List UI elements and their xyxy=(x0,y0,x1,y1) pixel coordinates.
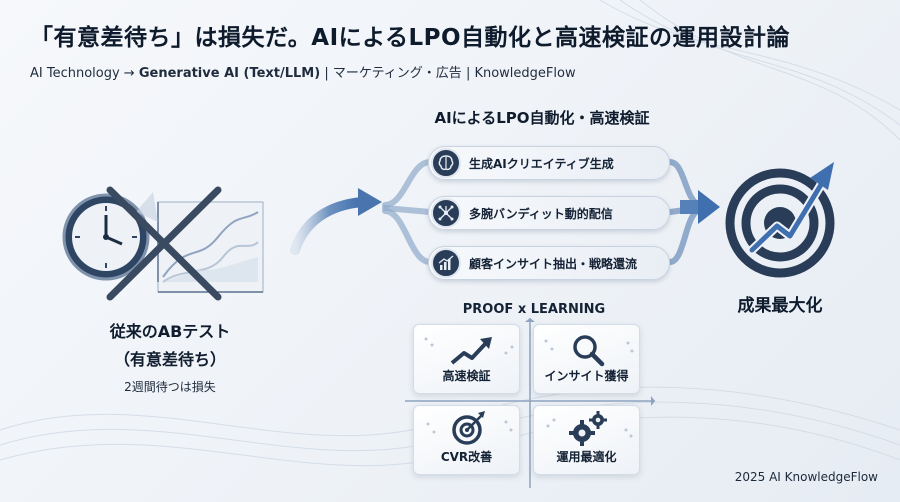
header: 「有意差待ち」は損失だ。AIによるLPO自動化と高速検証の運用設計論 AI Te… xyxy=(30,18,880,81)
outcome-label: 成果最大化 xyxy=(737,296,823,316)
pipeline-step-bandit: 多腕バンディット動的配信 xyxy=(428,196,670,230)
clock-icon xyxy=(62,192,158,281)
legacy-label-line3: 2週間待つは損失 xyxy=(124,380,216,394)
proof-card-label: インサイト獲得 xyxy=(544,369,629,383)
breadcrumb-suffix: | マーケティング・広告 | KnowledgeFlow xyxy=(320,66,576,81)
trend-up-icon xyxy=(424,337,514,365)
target-growth-icon xyxy=(725,162,835,278)
network-icon xyxy=(431,198,461,228)
proof-card-cvr: CVR改善 xyxy=(413,405,520,475)
proof-title: PROOF x LEARNING xyxy=(462,302,606,317)
proof-card-label: CVR改善 xyxy=(440,450,493,464)
legacy-ab-test-graphic xyxy=(62,186,264,301)
proof-card-insight: インサイト獲得 xyxy=(533,324,640,394)
breadcrumb-bold: Generative AI (Text/LLM) xyxy=(138,66,321,81)
breadcrumb-prefix: AI Technology → xyxy=(30,66,139,81)
flow-arrows xyxy=(290,159,720,265)
chart-icon xyxy=(431,248,461,278)
target-icon xyxy=(426,411,513,445)
legacy-label-line2: （有意差待ち） xyxy=(113,350,226,369)
proof-card-fast-validation: 高速検証 xyxy=(413,324,520,394)
pipeline-step-label: 多腕バンディット動的配信 xyxy=(469,206,613,221)
chart-panel-icon xyxy=(157,201,264,293)
legacy-label-line1: 従来のABテスト xyxy=(109,322,231,341)
cross-out-icon xyxy=(106,186,222,301)
pipeline-step-insight: 顧客インサイト抽出・戦略還流 xyxy=(428,246,670,280)
proof-card-optimization: 運用最適化 xyxy=(533,405,640,475)
breadcrumb: AI Technology → Generative AI (Text/LLM)… xyxy=(30,62,880,81)
pipeline-step-label: 顧客インサイト抽出・戦略還流 xyxy=(469,256,638,271)
magnifier-icon xyxy=(544,335,634,367)
pipeline-step-creative: 生成AIクリエイティブ生成 xyxy=(428,146,670,180)
page-title: 「有意差待ち」は損失だ。AIによるLPO自動化と高速検証の運用設計論 xyxy=(30,25,791,51)
proof-grid-axes xyxy=(405,318,655,488)
proof-card-label: 高速検証 xyxy=(442,369,491,383)
outgoing-arrow-icon xyxy=(680,190,720,224)
legacy-ab-test-label: 従来のABテスト （有意差待ち） 2週間待つは損失 xyxy=(60,318,280,395)
proof-card-label: 運用最適化 xyxy=(556,450,617,464)
footer-credit: 2025 AI KnowledgeFlow xyxy=(734,470,878,484)
pipeline-step-label: 生成AIクリエイティブ生成 xyxy=(469,156,614,171)
incoming-arrow-icon xyxy=(290,188,382,255)
pipeline-title: AIによるLPO自動化・高速検証 xyxy=(434,109,650,127)
brain-icon xyxy=(431,148,461,178)
gears-icon xyxy=(546,411,633,446)
